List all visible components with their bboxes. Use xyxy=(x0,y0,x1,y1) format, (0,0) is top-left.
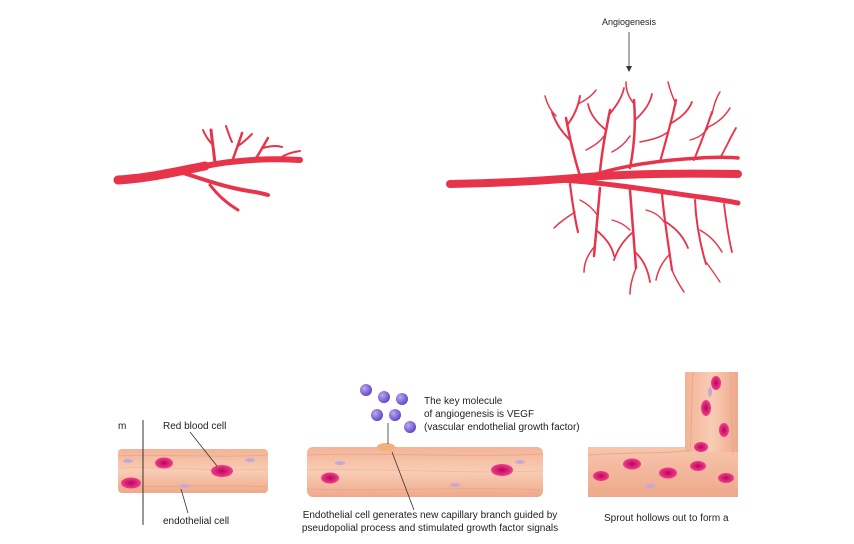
red-blood-cell xyxy=(211,465,233,477)
small-vessel-branch xyxy=(113,125,303,212)
angiogenesis-title: Angiogenesis xyxy=(602,17,657,27)
vegf-label-line3: (vascular endothelial growth factor) xyxy=(424,422,580,433)
rbc-leader-line xyxy=(189,431,218,467)
vegf-molecule xyxy=(360,384,372,396)
panel3-caption: Sprout hollows out to form a xyxy=(604,513,729,524)
angiogenesis-vessel-network xyxy=(446,81,742,295)
red-blood-cell xyxy=(711,376,721,390)
vegf-molecule xyxy=(389,409,401,421)
vegf-molecule xyxy=(378,391,390,403)
red-blood-cell xyxy=(155,457,173,469)
red-blood-cell xyxy=(659,467,677,479)
red-blood-cell xyxy=(321,472,339,484)
red-blood-cell xyxy=(491,464,513,476)
panel1-cut-label: m xyxy=(118,421,127,432)
vegf-molecule xyxy=(396,393,408,405)
panel2-caption-line1: Endothelial cell generates new capillary… xyxy=(302,510,558,521)
panel1-capillary xyxy=(117,449,269,493)
vegf-label-line1: The key molecule xyxy=(424,396,503,407)
endothelial-cell-label: endothelial cell xyxy=(163,516,230,527)
endothelial-leader-line xyxy=(180,488,189,514)
vegf-molecules xyxy=(360,384,416,433)
red-blood-cell xyxy=(701,400,711,416)
panel2-capillary xyxy=(306,443,544,497)
red-blood-cell-label: Red blood cell xyxy=(163,421,227,432)
angiogenesis-arrow xyxy=(626,32,632,72)
red-blood-cell xyxy=(593,471,609,481)
sprout-bud xyxy=(377,443,395,451)
red-blood-cell xyxy=(719,423,729,437)
red-blood-cell xyxy=(718,473,734,483)
red-blood-cell xyxy=(694,442,708,452)
vegf-molecule xyxy=(404,421,416,433)
panel2-leader-line xyxy=(391,451,415,511)
panel2-caption-line2: pseudopolial process and stimulated grow… xyxy=(301,523,559,534)
panel3-sprouted-capillary xyxy=(587,371,739,497)
red-blood-cell xyxy=(690,461,706,471)
vegf-label-line2: of angiogenesis is VEGF xyxy=(424,409,535,420)
red-blood-cell xyxy=(121,477,141,489)
red-blood-cell xyxy=(623,458,641,470)
vegf-molecule xyxy=(371,409,383,421)
